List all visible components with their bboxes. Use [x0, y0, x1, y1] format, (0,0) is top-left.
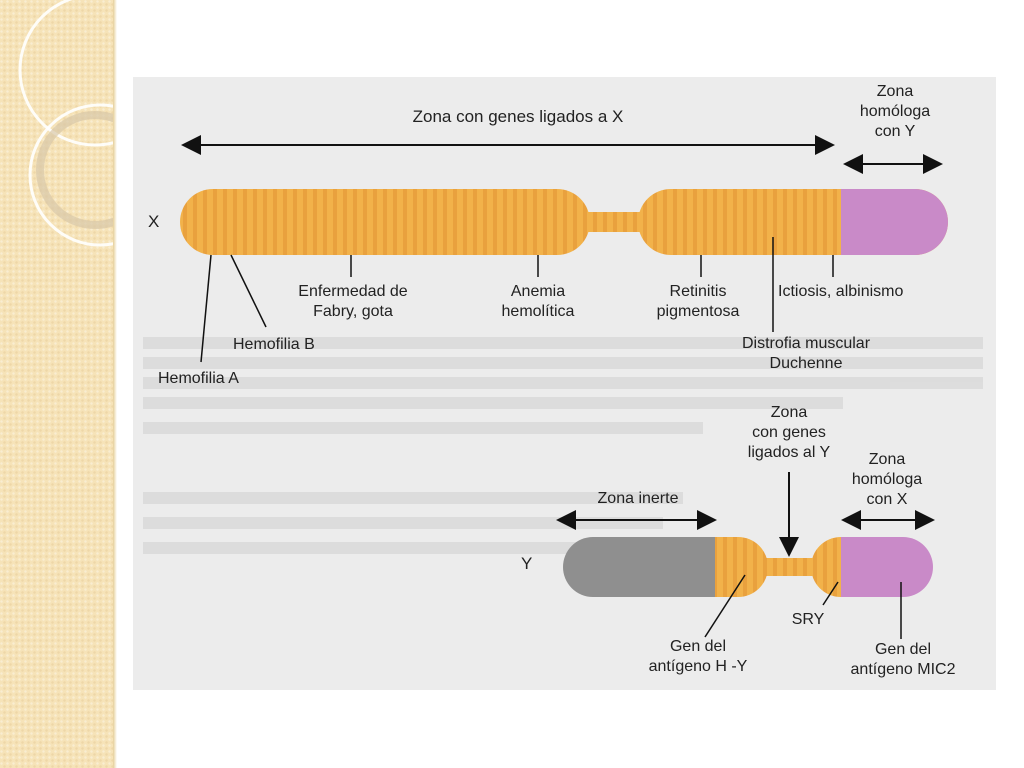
decorative-sidebar: [0, 0, 113, 768]
y-linked-zone-label: Zona con genes ligados al Y: [747, 404, 831, 461]
x-chromosome-letter: X: [148, 212, 160, 231]
y-gene-pointers: [704, 574, 902, 639]
gene-label-sry: SRY: [791, 611, 825, 628]
faded-background-text: [143, 337, 983, 554]
sidebar-circles-graphic: [18, 0, 113, 247]
gene-label-anemia: Anemia hemolítica: [501, 283, 575, 320]
gene-label-mic2-antigen: Gen del antígeno MIC2: [850, 641, 956, 678]
gene-label-retinitis: Retinitis pigmentosa: [656, 283, 740, 320]
y-chromosome-letter: Y: [521, 554, 533, 573]
sidebar-edge: [113, 0, 117, 768]
gene-label-h-y-antigen: Gen del antígeno H -Y: [648, 638, 748, 675]
y-homolog-zone-label: Zona homóloga con X: [851, 451, 923, 508]
gene-label-hemofilia-a: Hemofilia A: [158, 370, 239, 387]
gene-label-fabry: Enfermedad de Fabry, gota: [298, 283, 408, 320]
x-linked-zone-label: Zona con genes ligados a X: [412, 107, 624, 126]
chromosome-diagram-image: X Zona con genes ligados a X Zona homólo…: [133, 77, 996, 690]
x-gene-pointers: [200, 237, 834, 363]
y-chromosome: [563, 537, 933, 597]
gene-label-duchenne: Distrofia muscular Duchenne: [741, 335, 871, 372]
x-homolog-zone-label: Zona homóloga con Y: [859, 83, 931, 140]
gene-label-hemofilia-b: Hemofilia B: [233, 336, 315, 353]
gene-label-ictiosis: Ictiosis, albinismo: [778, 283, 904, 300]
chromosome-diagram: [143, 135, 983, 639]
x-chromosome: [180, 189, 948, 255]
y-inert-zone-label: Zona inerte: [597, 490, 679, 507]
